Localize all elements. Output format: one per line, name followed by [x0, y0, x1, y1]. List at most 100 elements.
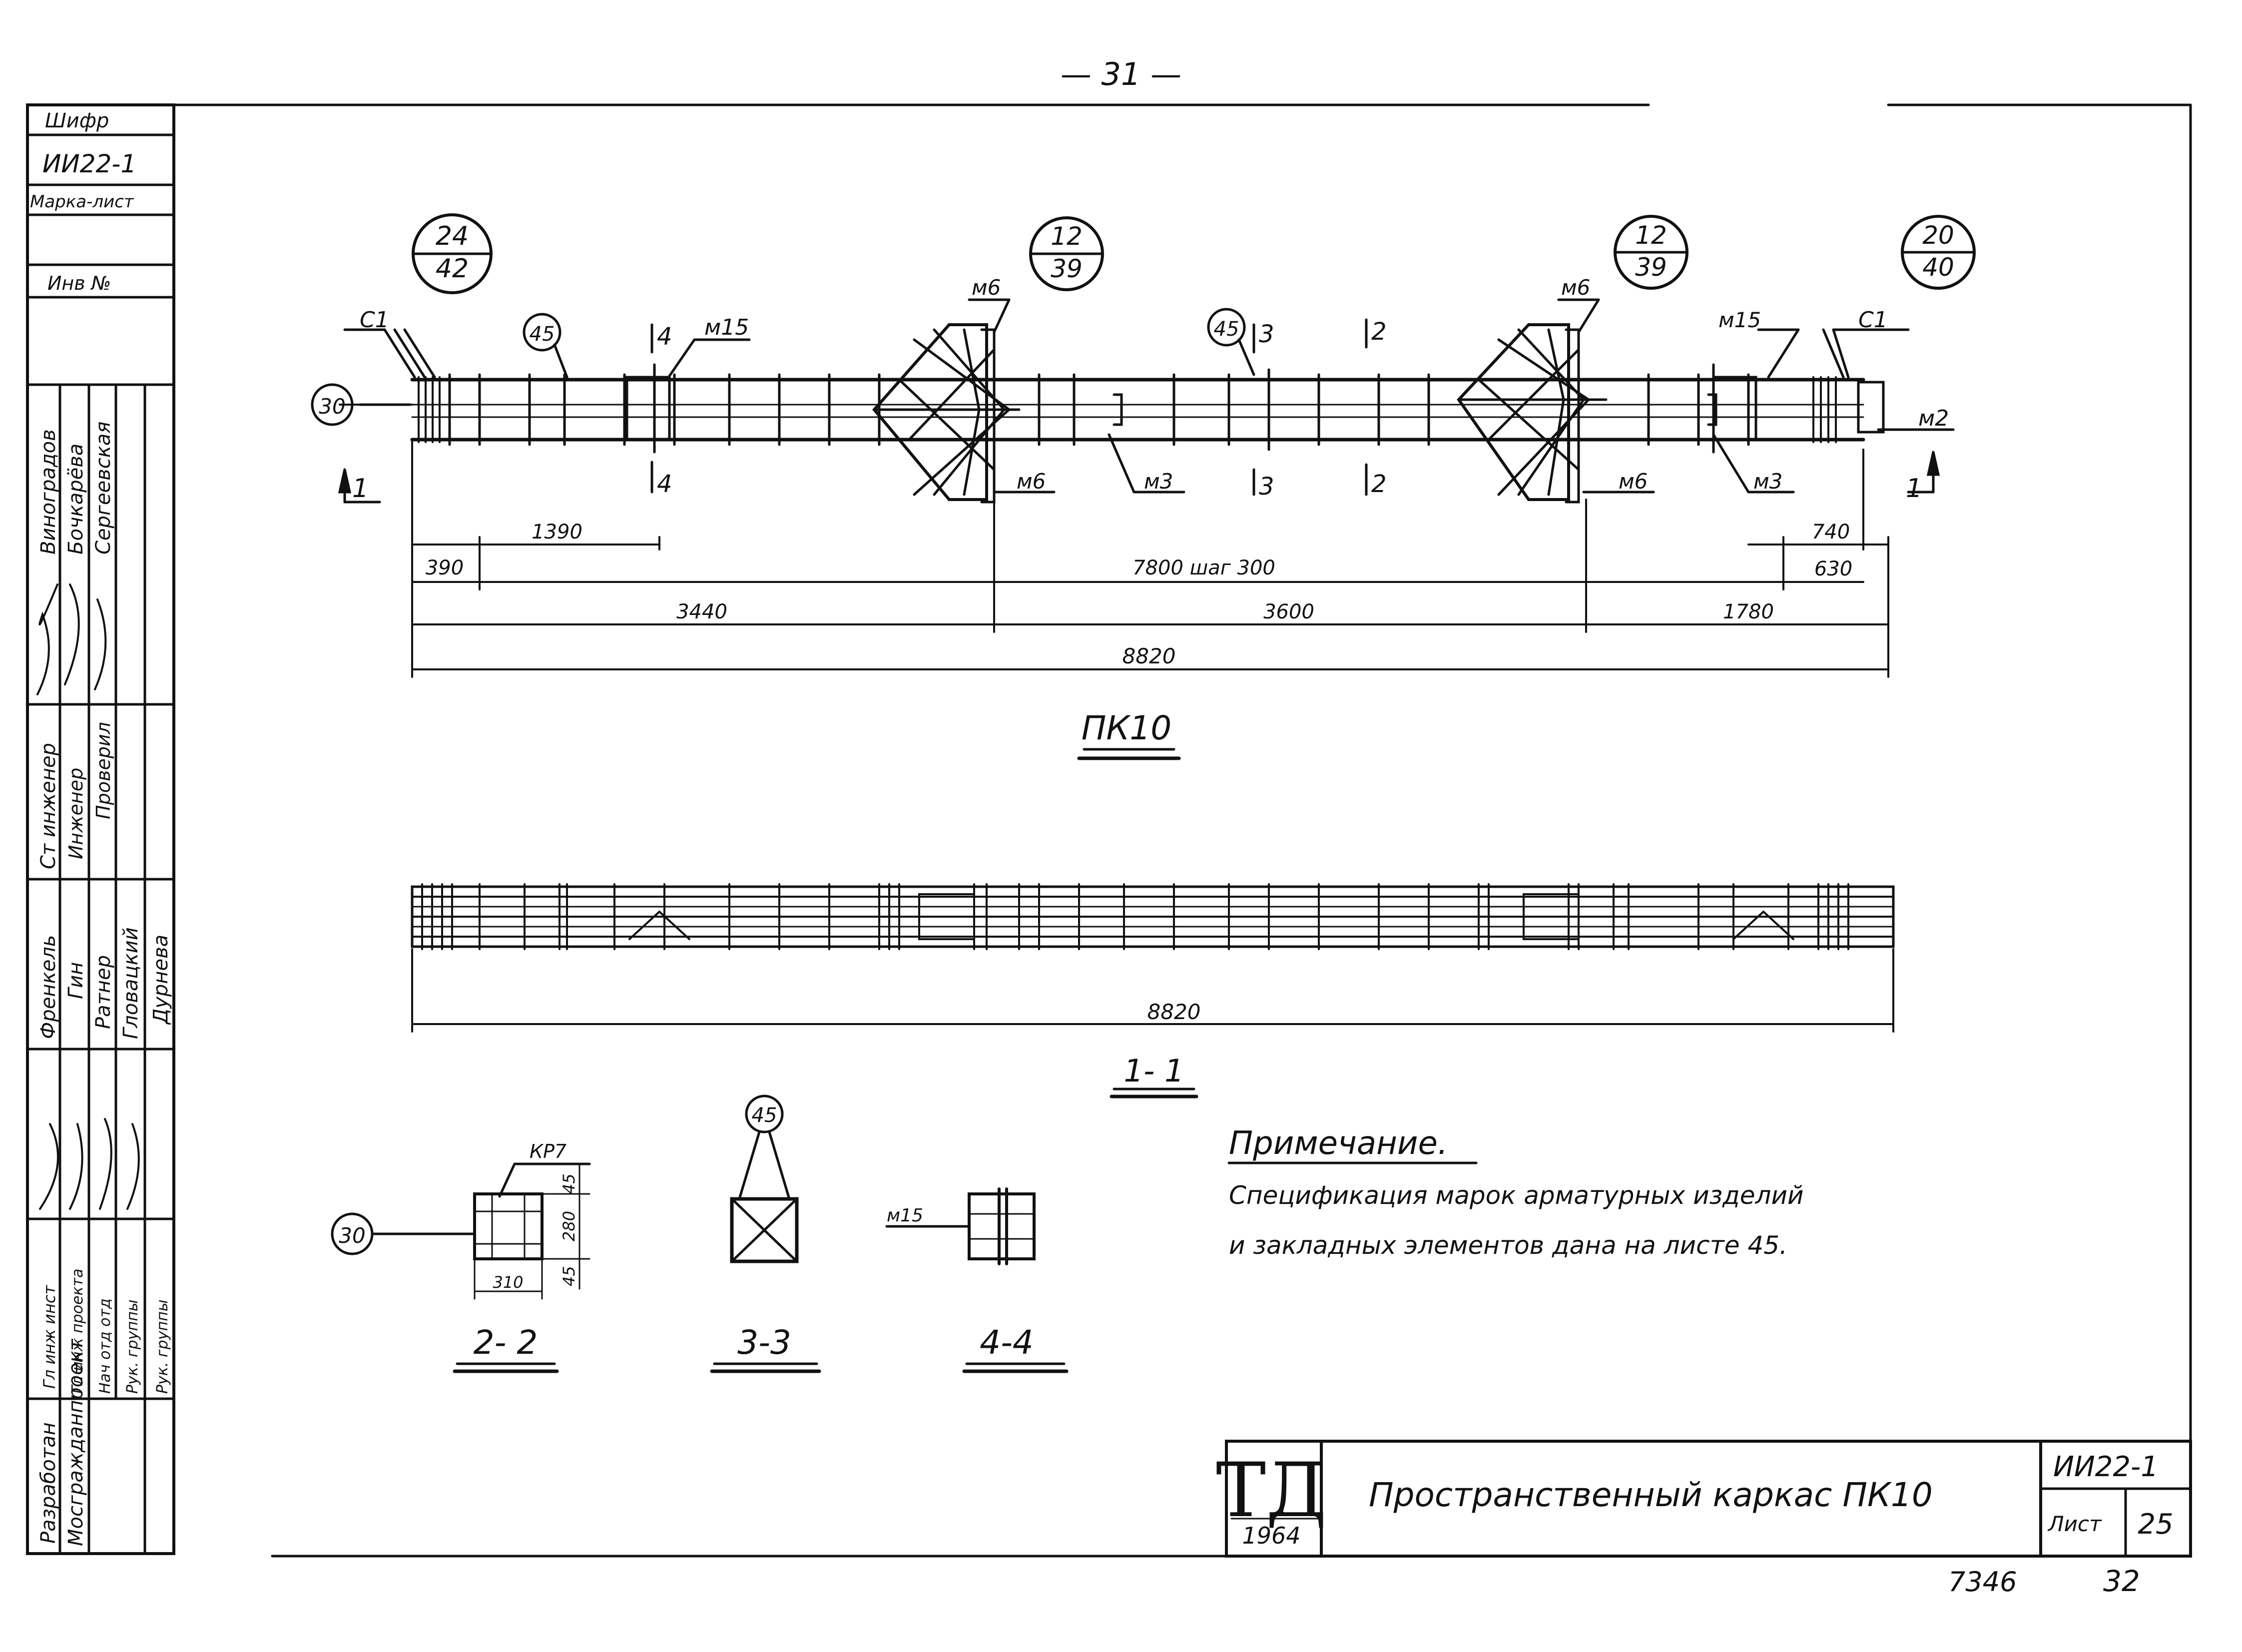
svg-text:42: 42	[436, 254, 469, 284]
section-mark-3-bot: 3	[1259, 473, 1274, 501]
mark-kr7: КР7	[530, 1140, 566, 1162]
mark-c1-right: С1	[1858, 307, 1888, 333]
note-heading: Примечание.	[1229, 1125, 1448, 1162]
stamp-role2-2: Гл инж инст	[40, 1285, 59, 1389]
dim-8820: 8820	[1122, 644, 1176, 668]
mark-c1-left: С1	[360, 307, 389, 333]
stamp-role-3: Проверил	[92, 722, 114, 819]
section-mark-3-top: 3	[1259, 320, 1274, 348]
callout-20-40: 20 40	[1901, 215, 1976, 290]
dim-280: 280	[560, 1211, 578, 1241]
svg-text:40: 40	[1922, 253, 1954, 282]
mark-m2: м2	[1918, 406, 1949, 431]
section-3-3-detail: 45	[730, 1095, 799, 1263]
svg-text:24: 24	[436, 221, 469, 251]
callout-24-42: 24 42	[412, 213, 493, 294]
tb-code: ИИ22-1	[2053, 1451, 2159, 1483]
stamp-name2-4: Гловацкий	[119, 927, 142, 1039]
tb-sheet-label: Лист	[2047, 1512, 2102, 1536]
ref-circle-45-b: 45	[1207, 308, 1255, 376]
dim-1780: 1780	[1723, 600, 1774, 623]
svg-text:12: 12	[1635, 221, 1667, 250]
dim-8820-section: 8820	[1147, 1000, 1201, 1024]
svg-text:39: 39	[1051, 254, 1083, 283]
mark-m3-a: м3	[1144, 469, 1173, 494]
dimension-chains	[411, 439, 1889, 678]
callout-12-39-right: 12 39	[1614, 215, 1688, 290]
elevation-pk10	[338, 298, 1955, 504]
note-block: Примечание. Спецификация марок арматурны…	[1227, 1125, 1803, 1260]
bearing-zone-left	[872, 323, 1021, 504]
dim-1390: 1390	[532, 521, 582, 544]
note-line-2: и закладных элементов дана на листе 45.	[1229, 1231, 1787, 1260]
mark-m3-b: м3	[1753, 469, 1782, 494]
dim-630: 630	[1814, 557, 1852, 580]
section-2-2-detail: 30 КР7 45 280 45 310	[331, 1140, 591, 1300]
title-section-3-3: 3-3	[737, 1323, 791, 1362]
dim-740: 740	[1812, 521, 1850, 544]
stamp-name2-5: Дурнева	[149, 935, 172, 1025]
dim-45-a: 45	[560, 1173, 578, 1194]
section-mark-1-left: 1	[352, 474, 369, 504]
mark-m15-right: м15	[1718, 308, 1761, 332]
dim-390: 390	[426, 556, 464, 579]
mark-m6-c: м6	[1561, 275, 1590, 300]
svg-text:39: 39	[1635, 253, 1667, 282]
callout-12-39-left: 12 39	[1029, 216, 1104, 291]
svg-text:45: 45	[752, 1104, 777, 1127]
svg-text:45: 45	[530, 323, 555, 346]
title-section-2-2: 2- 2	[474, 1323, 538, 1362]
stamp-role-1: Ст инженер	[37, 743, 60, 869]
mark-m6-b: м6	[1017, 469, 1046, 494]
section-4-4-detail: м15	[885, 1187, 1036, 1265]
stamp-cipher-label: Шифр	[45, 109, 109, 132]
stamp-role2-4: Нач отд отд	[96, 1298, 114, 1394]
note-line-1: Спецификация марок арматурных изделий	[1229, 1181, 1803, 1210]
svg-text:12: 12	[1051, 222, 1083, 251]
title-block: ТД 1964 Пространственный каркас ПК10 ИИ2…	[1216, 1440, 2192, 1558]
stamp-inv-label: Инв №	[47, 272, 111, 294]
mark-m6-a: м6	[972, 275, 1001, 300]
tb-logo: ТД	[1216, 1447, 1327, 1534]
section-1-1-plan: 8820	[411, 883, 1895, 1033]
tb-year: 1964	[1242, 1522, 1300, 1549]
section-mark-2-top: 2	[1371, 318, 1387, 346]
stamp-name2-1: Френкель	[37, 935, 60, 1040]
title-pk10: ПК10	[1082, 709, 1171, 747]
section-mark-2-bot: 2	[1371, 470, 1387, 498]
section-mark-4-top: 4	[657, 323, 672, 351]
svg-text:30: 30	[319, 394, 345, 419]
mark-m15-left: м15	[704, 315, 749, 340]
dim-3600: 3600	[1263, 600, 1314, 623]
mark-m6-d: м6	[1619, 469, 1648, 494]
signature-mark	[36, 583, 140, 1210]
stamp-org: Мосгражданпроект	[64, 1338, 87, 1546]
svg-text:20: 20	[1922, 221, 1954, 250]
tb-title: Пространственный каркас ПК10	[1369, 1476, 1933, 1514]
footer-number-b: 32	[2103, 1564, 2140, 1598]
ref-circle-45-a: 45	[523, 313, 568, 379]
stamp-role2-3: Гл инж проекта	[69, 1268, 86, 1394]
stamp-cipher-value: ИИ22-1	[42, 149, 136, 178]
svg-text:45: 45	[1214, 318, 1239, 341]
title-section-1-1: 1- 1	[1124, 1053, 1184, 1089]
stamp-role2-6: Рук. группы	[154, 1299, 171, 1394]
dim-45-b: 45	[560, 1266, 578, 1286]
ref-circle-30-a: 30	[311, 383, 354, 426]
bearing-zone-right	[1457, 323, 1608, 504]
stamp-name-1: Виноградов	[37, 429, 60, 554]
dim-310: 310	[493, 1273, 523, 1292]
stamp-role-2: Инженер	[65, 768, 87, 859]
stamp-column: Шифр ИИ22-1 Марка-лист Инв № Ст инженер …	[26, 103, 175, 1555]
footer-number-a: 7346	[1948, 1566, 2017, 1598]
title-section-4-4: 4-4	[980, 1323, 1034, 1362]
stamp-mark-sheet-label: Марка-лист	[30, 192, 134, 212]
stamp-role2-1: Разработан	[37, 1422, 60, 1544]
stamp-name2-2: Гин	[64, 962, 87, 999]
dim-3440: 3440	[676, 600, 727, 623]
svg-text:30: 30	[339, 1223, 365, 1248]
page-number: — 31 —	[1061, 56, 1181, 92]
stamp-name-3: Сергеевская	[92, 422, 115, 554]
tb-sheet-no: 25	[2138, 1508, 2173, 1541]
